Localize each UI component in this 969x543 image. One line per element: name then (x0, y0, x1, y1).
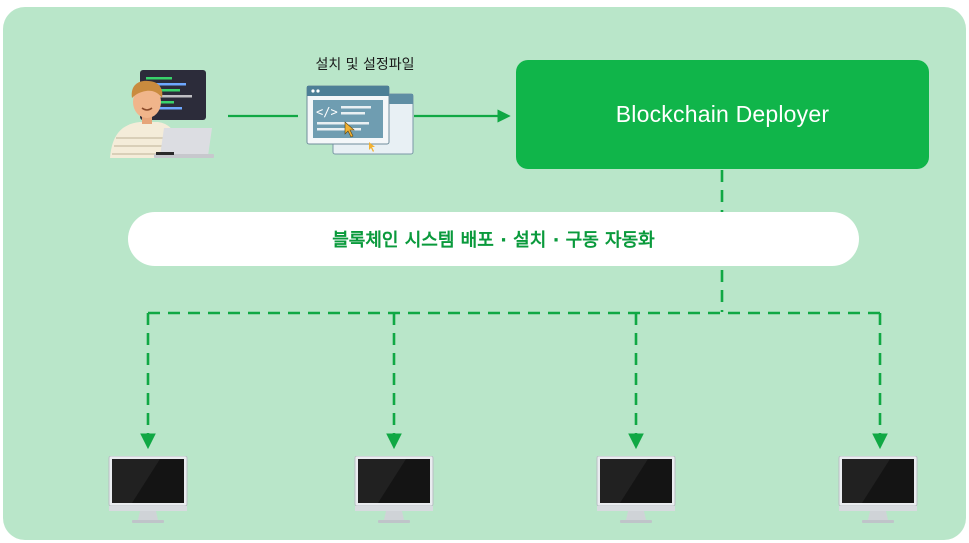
automation-banner-label: 블록체인 시스템 배포 · 설치 · 구동 자동화 (332, 230, 655, 251)
code-window-icon: </> (306, 85, 414, 155)
svg-text:</>: </> (316, 105, 338, 119)
developer-at-laptop-icon (110, 70, 214, 158)
blockchain-deployer-label: Blockchain Deployer (615, 101, 830, 127)
monitor-icon (596, 456, 676, 523)
blockchain-deployer-box: Blockchain Deployer (516, 60, 929, 169)
install-files-label: 설치 및 설정파일 (315, 57, 415, 73)
monitor-icon (108, 456, 188, 523)
monitor-icon (354, 456, 434, 523)
monitor-icon (838, 456, 918, 523)
automation-banner: 블록체인 시스템 배포 · 설치 · 구동 자동화 (128, 212, 859, 266)
